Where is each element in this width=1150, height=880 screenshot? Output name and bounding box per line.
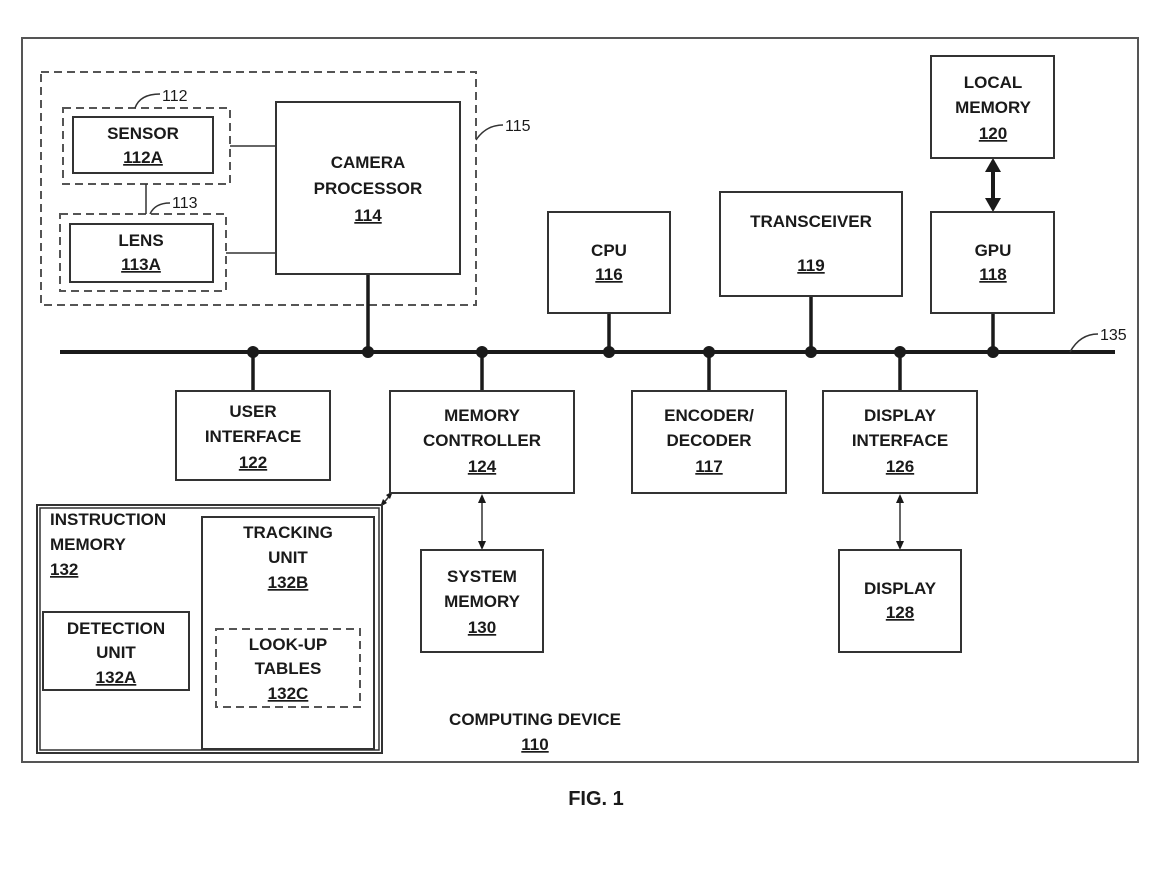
system-memory-label: SYSTEM — [447, 567, 517, 586]
camera-processor-box — [275, 101, 461, 275]
display-interface-ref-number: 126 — [886, 457, 914, 476]
local-memory-ref-number: 120 — [979, 124, 1007, 143]
bus-junction — [703, 346, 715, 358]
ref-leader-112 — [134, 93, 161, 109]
lens-box — [69, 223, 214, 283]
bus-junction — [247, 346, 259, 358]
sensor-group-ref: 112 — [162, 88, 188, 105]
bus-junction — [603, 346, 615, 358]
instruction-memory-label: INSTRUCTION — [50, 510, 166, 529]
bus-junction — [987, 346, 999, 358]
lens-label: LENS — [118, 231, 163, 250]
cpu-label: CPU — [591, 241, 627, 260]
gpu-ref-number: 118 — [979, 265, 1006, 284]
transceiver-box — [719, 191, 903, 297]
arrowhead — [896, 494, 904, 503]
user-interface-label: INTERFACE — [205, 427, 301, 446]
instruction-memory-label: MEMORY — [50, 535, 127, 554]
bus-junction — [476, 346, 488, 358]
transceiver-label: TRANSCEIVER — [750, 212, 872, 231]
lookup-ref-number: 132C — [268, 684, 309, 703]
memory-controller-label: MEMORY — [444, 406, 521, 425]
tracking-ref-number: 132B — [268, 573, 309, 592]
lens-group — [59, 213, 227, 292]
lookup-label: TABLES — [255, 659, 322, 678]
camera-module-group — [40, 71, 477, 306]
display-label: DISPLAY — [864, 579, 937, 598]
tracking-label: UNIT — [268, 548, 308, 567]
detection-unit-box — [42, 611, 190, 691]
codec-ref-number: 117 — [695, 457, 722, 476]
display-interface-label: DISPLAY — [864, 406, 937, 425]
computing-device-label: COMPUTING DEVICE — [449, 710, 621, 729]
arrowhead — [478, 494, 486, 503]
cpu-box — [547, 211, 671, 314]
codec-label: DECODER — [666, 431, 751, 450]
computing-device-border — [21, 37, 1139, 763]
display-ref-number: 128 — [886, 603, 914, 622]
system-memory-ref-number: 130 — [468, 618, 496, 637]
sensor-ref-number: 112A — [123, 148, 163, 167]
system-memory-box — [420, 549, 544, 653]
lookup-label: LOOK-UP — [249, 635, 327, 654]
system-memory-label: MEMORY — [444, 592, 521, 611]
arrowhead — [985, 158, 1001, 172]
user-interface-label: USER — [229, 402, 276, 421]
user-interface-ref-number: 122 — [239, 453, 267, 472]
arrowhead — [896, 541, 904, 550]
lookup-tables-box — [215, 628, 361, 708]
arrowhead — [985, 198, 1001, 212]
local-memory-label: LOCAL — [964, 73, 1023, 92]
camera-group-ref: 115 — [505, 118, 531, 135]
lens-group-ref: 113 — [172, 195, 198, 212]
display-interface-label: INTERFACE — [852, 431, 948, 450]
camera-ref-number: 114 — [354, 206, 382, 225]
ref-leader-115 — [475, 124, 504, 141]
user-interface-box — [175, 390, 331, 481]
detection-ref-number: 132A — [96, 668, 137, 687]
bus-junction — [805, 346, 817, 358]
local-memory-box — [930, 55, 1055, 159]
tracking-label: TRACKING — [243, 523, 333, 542]
memory-controller-label: CONTROLLER — [423, 431, 541, 450]
lens-ref-number: 113A — [121, 255, 161, 274]
display-interface-box — [822, 390, 978, 494]
sensor-box — [72, 116, 214, 174]
computing-device-ref-number: 110 — [521, 735, 548, 754]
detection-label: DETECTION — [67, 619, 165, 638]
memory-controller-ref-number: 124 — [468, 457, 497, 476]
cpu-ref-number: 116 — [595, 265, 622, 284]
bus-junction — [894, 346, 906, 358]
bus-junction — [362, 346, 374, 358]
ref-leader-135 — [1069, 333, 1099, 353]
gpu-box — [930, 211, 1055, 314]
transceiver-ref-number: 119 — [797, 256, 824, 275]
bus-ref: 135 — [1100, 327, 1127, 344]
display-box — [838, 549, 962, 653]
memory-controller-box — [389, 390, 575, 494]
figure-caption: FIG. 1 — [568, 788, 624, 810]
sensor-label: SENSOR — [107, 124, 179, 143]
local-memory-label: MEMORY — [955, 98, 1032, 117]
codec-label: ENCODER/ — [664, 406, 754, 425]
codec-box — [631, 390, 787, 494]
camera-label: CAMERA — [331, 153, 406, 172]
arrowhead — [478, 541, 486, 550]
gpu-label: GPU — [975, 241, 1012, 260]
ref-leader-113 — [149, 202, 171, 215]
instruction-memory-ref-number: 132 — [50, 560, 78, 579]
detection-label: UNIT — [96, 643, 136, 662]
camera-label: PROCESSOR — [314, 179, 423, 198]
